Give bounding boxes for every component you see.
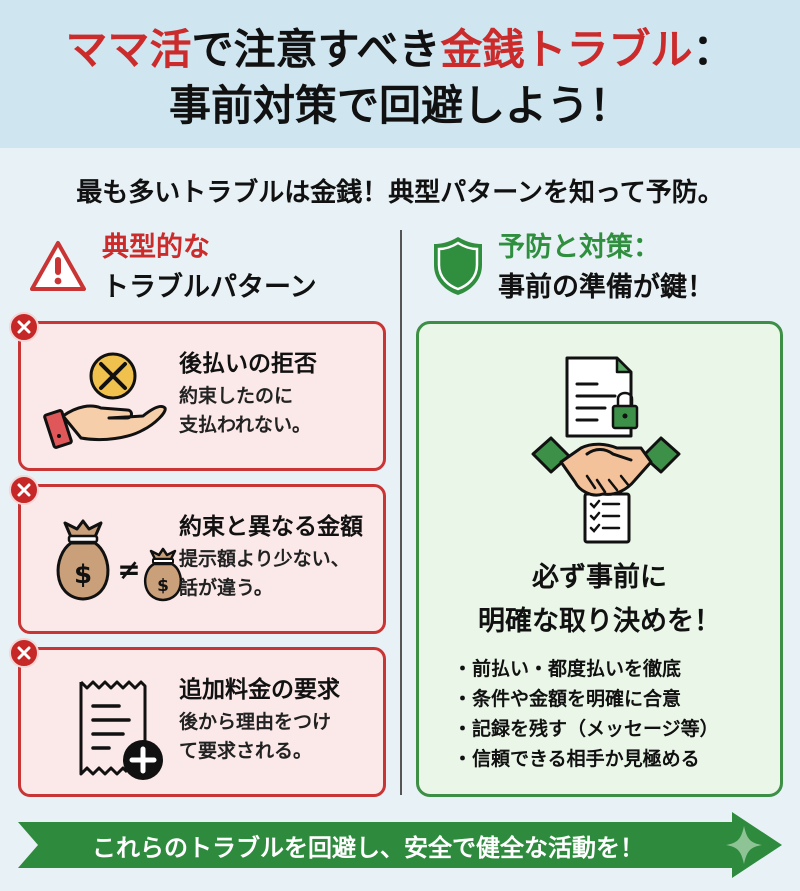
svg-text:$: $ (74, 560, 92, 590)
list-item: 記録を残す（メッセージ等） (453, 714, 719, 744)
bottom-arrow-banner: これらのトラブルを回避し、安全で健全な活動を！ (14, 812, 784, 878)
card-desc-line2: 支払われない。 (179, 414, 312, 436)
right-column-heading: 予防と対策： 事前の準備が鍵！ (432, 228, 714, 308)
title-segment: で注意すべき (191, 25, 441, 74)
card-title: 約束と異なる金額 (179, 514, 363, 540)
banner-text: これらのトラブルを回避し、安全で健全な活動を！ (92, 833, 644, 862)
right-heading-line1: 予防と対策： (498, 232, 660, 263)
svg-text:≠: ≠ (117, 553, 140, 586)
prevention-list: 前払い・都度払いを徹底 条件や金額を明確に合意 記録を残す（メッセージ等） 信頼… (453, 654, 719, 774)
list-item: 条件や金額を明確に合意 (453, 684, 719, 714)
hand-coin-refused-icon (43, 346, 173, 451)
card-desc-line1: 約束したのに (179, 385, 294, 407)
receipt-plus-icon (43, 672, 173, 780)
prevention-card: 必ず事前に 明確な取り決めを！ 前払い・都度払いを徹底 条件や金額を明確に合意 … (416, 321, 783, 797)
card-title: 追加料金の要求 (179, 677, 340, 703)
card-title: 後払いの拒否 (179, 351, 317, 377)
left-heading-line1: 典型的な (102, 232, 210, 263)
title-segment: ： (692, 25, 735, 74)
trouble-card-extra-fee: 追加料金の要求 後から理由をつけ て要求される。 (9, 638, 386, 797)
subtitle: 最も多いトラブルは金銭！典型パターンを知って予防。 (76, 178, 724, 208)
money-bags-not-equal-icon: $ ≠ $ (43, 509, 183, 614)
card-desc-line1: 後から理由をつけ (179, 711, 332, 733)
trouble-card-different-amount: $ ≠ $ 約束と異なる金額 提示額より少ない、 話が違う。 (9, 475, 386, 634)
page-title-line2: 事前対策で回避しよう！ (168, 81, 631, 130)
right-heading-line2: 事前の準備が鍵！ (498, 272, 714, 303)
prevention-headline-line1: 必ず事前に (532, 562, 667, 593)
prevention-headline-line2: 明確な取り決めを！ (478, 606, 721, 637)
column-divider (400, 230, 402, 795)
left-heading-line2: トラブルパターン (102, 272, 317, 303)
card-desc-line1: 提示額より少ない、 (179, 548, 350, 570)
header-banner: ママ活で注意すべき金銭トラブル： 事前対策で回避しよう！ (0, 0, 800, 148)
close-x-icon (9, 312, 39, 342)
title-segment: ママ活 (65, 25, 192, 74)
svg-text:$: $ (157, 576, 169, 596)
left-column-heading: 典型的な トラブルパターン (28, 228, 317, 308)
card-desc-line2: 話が違う。 (179, 577, 273, 599)
list-item: 前払い・都度払いを徹底 (453, 654, 719, 684)
list-item: 信頼できる相手か見極める (453, 744, 719, 774)
card-desc-line2: て要求される。 (179, 740, 313, 762)
warning-triangle-icon (28, 239, 88, 297)
title-segment: 金銭トラブル (440, 25, 693, 74)
handshake-contract-checklist-icon (531, 344, 681, 544)
trouble-card-late-payment: 後払いの拒否 約束したのに 支払われない。 (9, 312, 386, 471)
close-x-icon (9, 475, 39, 505)
sparkle-icon (726, 826, 762, 864)
close-x-icon (9, 638, 39, 668)
shield-icon (432, 235, 484, 301)
page-title-line1: ママ活で注意すべき金銭トラブル： (0, 22, 800, 78)
